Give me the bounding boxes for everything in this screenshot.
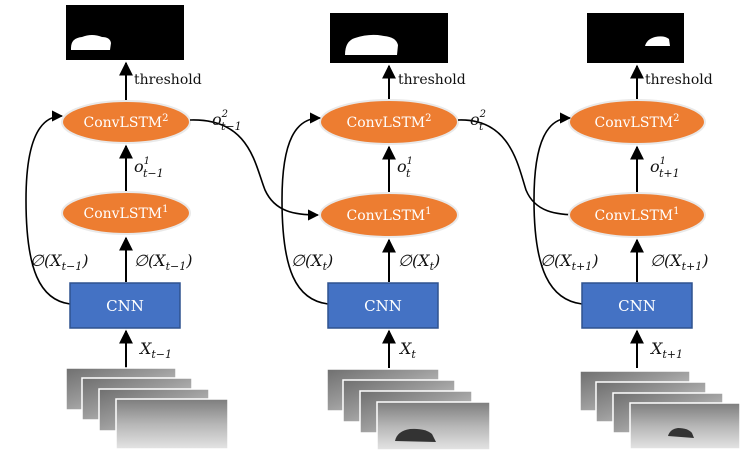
input-label: Xt xyxy=(398,339,416,361)
convlstm1-node xyxy=(61,191,191,235)
cnn-label: CNN xyxy=(106,297,144,315)
skip-arrow-cnn-to-lstm2 xyxy=(25,110,71,305)
input-frames-stack xyxy=(326,368,491,451)
car-in-frame xyxy=(395,428,436,442)
convlstm2-node xyxy=(61,100,191,144)
phi-left-label: ∅(Xt) xyxy=(291,251,333,273)
cnn-block xyxy=(581,282,693,329)
phi-right-label: ∅(Xt) xyxy=(398,251,440,273)
recurrent-arrow-t-minus-1-to-t xyxy=(189,119,320,221)
input-frames-stack xyxy=(65,367,229,450)
cnn-label: CNN xyxy=(618,297,656,315)
cnn-block xyxy=(69,282,181,329)
threshold-label: threshold xyxy=(134,72,202,88)
convlstm2-label: ConvLSTM2 xyxy=(346,113,431,131)
convlstm1-label: ConvLSTM1 xyxy=(346,206,431,224)
convlstm1-label: ConvLSTM1 xyxy=(83,204,168,222)
mask-output-image xyxy=(66,5,184,60)
convlstm2-label: ConvLSTM2 xyxy=(83,113,168,131)
threshold-label: threshold xyxy=(645,72,713,88)
convlstm2-label: ConvLSTM2 xyxy=(594,113,679,131)
skip-arrow-cnn-to-lstm2 xyxy=(281,112,329,305)
input-label: Xt+1 xyxy=(649,339,683,361)
cnn-block xyxy=(327,282,439,329)
mask-output-image xyxy=(587,13,684,63)
phi-left-label: ∅(Xt−1) xyxy=(30,251,88,273)
input-frames-stack xyxy=(579,370,741,450)
threshold-label: threshold xyxy=(398,72,466,88)
skip-arrow-cnn-to-lstm2 xyxy=(533,112,583,305)
cnn-label: CNN xyxy=(364,297,402,315)
car-in-frame xyxy=(668,428,694,438)
convlstm1-node xyxy=(568,192,706,238)
recurrent-arrow-t-to-t-plus-1 xyxy=(457,119,582,221)
mask-output-image xyxy=(330,13,448,63)
phi-right-label: ∅(Xt+1) xyxy=(650,251,708,273)
convlstm1-label: ConvLSTM1 xyxy=(594,206,679,224)
input-label: Xt−1 xyxy=(138,339,172,361)
convlstm1-node xyxy=(319,192,459,238)
phi-right-label: ∅(Xt−1) xyxy=(134,251,192,273)
phi-left-label: ∅(Xt+1) xyxy=(540,251,598,273)
